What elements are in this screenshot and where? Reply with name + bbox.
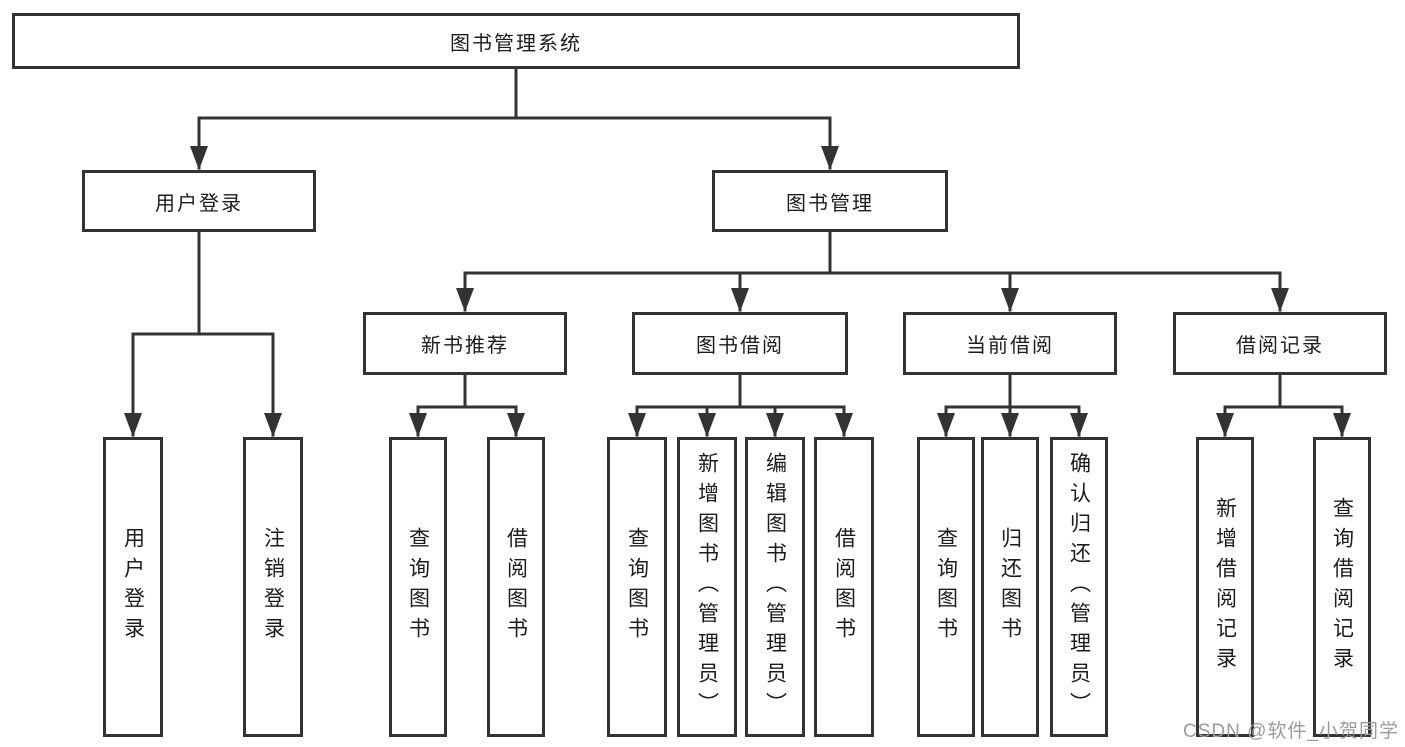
leaf-label: 借阅图书 xyxy=(504,527,528,647)
arrowheads xyxy=(124,146,1351,437)
node-label: 用户登录 xyxy=(155,192,243,215)
leaf-label: 归还图书 xyxy=(998,527,1022,647)
arrowhead xyxy=(190,146,208,170)
arrowhead xyxy=(124,413,142,437)
node-library-management-system: 图书管理系统 xyxy=(12,13,1020,69)
leaf-query-books-current: 查询图书 xyxy=(917,437,975,737)
leaf-confirm-return-admin: 确认归还（管理员） xyxy=(1050,437,1108,737)
arrowhead xyxy=(1271,288,1289,312)
arrowhead xyxy=(698,413,716,437)
arrowhead xyxy=(1001,288,1019,312)
leaf-label: 查询借阅记录 xyxy=(1330,497,1354,677)
node-borrow-records: 借阅记录 xyxy=(1173,312,1387,375)
arrowhead xyxy=(456,288,474,312)
node-label: 借阅记录 xyxy=(1236,335,1324,357)
arrowhead xyxy=(1333,413,1351,437)
node-user-login: 用户登录 xyxy=(82,170,316,232)
csdn-watermark: CSDN @软件_小贺同学 xyxy=(1183,721,1399,742)
arrowhead xyxy=(1070,413,1088,437)
leaf-query-books-borrow: 查询图书 xyxy=(607,437,667,737)
leaf-label: 编辑图书（管理员） xyxy=(763,452,787,722)
node-label: 图书管理 xyxy=(786,192,874,215)
leaf-add-borrow-record: 新增借阅记录 xyxy=(1196,437,1254,737)
arrowhead xyxy=(937,413,955,437)
leaf-label: 查询图书 xyxy=(406,527,430,647)
arrowhead xyxy=(766,413,784,437)
arrowhead xyxy=(1001,413,1019,437)
leaf-logout: 注销登录 xyxy=(243,437,303,737)
node-book-management: 图书管理 xyxy=(712,170,948,232)
leaf-label: 新增借阅记录 xyxy=(1213,497,1237,677)
arrowhead xyxy=(821,146,839,170)
connector-new-book-recommend xyxy=(416,373,518,437)
node-label: 新书推荐 xyxy=(421,335,509,357)
leaf-borrow-books: 借阅图书 xyxy=(814,437,874,737)
arrowhead xyxy=(835,413,853,437)
leaf-user-login: 用户登录 xyxy=(103,437,163,737)
arrowhead xyxy=(264,413,282,437)
arrowhead xyxy=(409,413,427,437)
arrowhead xyxy=(1216,413,1234,437)
arrowhead xyxy=(628,413,646,437)
leaf-label: 用户登录 xyxy=(121,527,145,647)
leaf-edit-books-admin: 编辑图书（管理员） xyxy=(745,437,805,737)
arrowhead xyxy=(507,413,525,437)
node-label: 当前借阅 xyxy=(966,335,1054,357)
leaf-add-books-admin: 新增图书（管理员） xyxy=(677,437,737,737)
node-label: 图书管理系统 xyxy=(450,32,582,55)
connector-paths xyxy=(131,67,1344,437)
node-new-book-recommend: 新书推荐 xyxy=(363,312,567,375)
node-current-borrow: 当前借阅 xyxy=(903,312,1117,375)
connector-borrow-records xyxy=(1223,373,1344,437)
connector-user-login-to-leaves xyxy=(131,230,275,437)
connector-root-to-level2 xyxy=(197,67,832,170)
connector-book-mgmt-to-level3 xyxy=(463,230,1282,312)
leaf-label: 查询图书 xyxy=(625,527,649,647)
node-book-borrow: 图书借阅 xyxy=(632,312,848,375)
connector-book-borrow xyxy=(635,373,846,437)
leaf-borrow-books-recommend: 借阅图书 xyxy=(487,437,545,737)
leaf-label: 确认归还（管理员） xyxy=(1067,452,1091,722)
leaf-label: 新增图书（管理员） xyxy=(695,452,719,722)
arrowhead xyxy=(731,288,749,312)
leaf-query-books-recommend: 查询图书 xyxy=(389,437,447,737)
node-label: 图书借阅 xyxy=(696,335,784,357)
leaf-query-borrow-record: 查询借阅记录 xyxy=(1313,437,1371,737)
leaf-return-books: 归还图书 xyxy=(981,437,1039,737)
leaf-label: 借阅图书 xyxy=(832,527,856,647)
leaf-label: 查询图书 xyxy=(934,527,958,647)
leaf-label: 注销登录 xyxy=(261,527,285,647)
